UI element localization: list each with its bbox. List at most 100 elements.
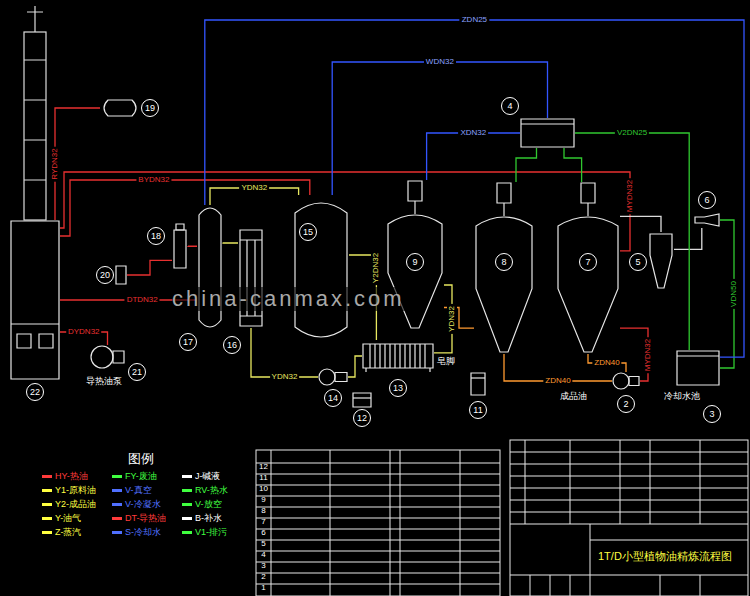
table-cell: 2 (257, 573, 270, 582)
legend-entry: S-冷却水 (112, 528, 161, 538)
pipe-line (564, 148, 582, 182)
callout-number: 21 (128, 363, 146, 381)
legend-text: V1-排污 (195, 527, 227, 537)
legend-text: B-补水 (195, 513, 222, 523)
cone-outline (648, 232, 674, 290)
equipment: 11 (470, 372, 486, 396)
equipment-line (116, 266, 126, 284)
equipment-line (113, 351, 124, 363)
callout-number: 19 (141, 99, 159, 117)
equipment-line (677, 351, 719, 385)
equipment-line (91, 346, 113, 368)
legend-text: Y1-原料油 (55, 485, 96, 495)
callout-number: 20 (96, 266, 114, 284)
pipe-label: VDN50 (729, 279, 739, 309)
pump-outline (612, 372, 640, 390)
legend-entry: DT-导热油 (112, 514, 167, 524)
table-cell: 4 (257, 551, 270, 560)
legend-text: RV-热水 (195, 485, 228, 495)
annotation: 成品油 (560, 392, 587, 402)
tank-outline (352, 392, 372, 408)
equipment: 15 (293, 195, 349, 345)
pipe-label: DYDN32 (66, 327, 102, 337)
legend-swatch (42, 531, 52, 534)
legend-swatch (42, 475, 52, 478)
table-cell: 1 (257, 584, 270, 593)
equipment-line (319, 369, 335, 385)
legend-swatch (112, 503, 122, 506)
legend-swatch (42, 517, 52, 520)
pipe-line (332, 62, 547, 195)
table-cell: 11 (257, 474, 270, 483)
pipe-label: XDN32 (458, 128, 488, 138)
equipment-line (650, 234, 672, 288)
annotation: 1T/D小型植物油精炼流程图 (598, 550, 732, 562)
tank-outline (470, 372, 486, 396)
equipment: 3 (676, 350, 720, 386)
equipment: 8 (474, 182, 534, 354)
filter-outline (172, 222, 188, 270)
callout-number: 18 (147, 227, 165, 245)
annotation: 皂脚 (437, 357, 455, 367)
pipe-line (575, 133, 689, 350)
parts-table-grid (256, 450, 500, 596)
legend-entry: Z-蒸汽 (42, 528, 82, 538)
equipment-line (613, 373, 629, 389)
equipment-line (629, 377, 639, 386)
pipe-line (223, 242, 238, 244)
legend-entry: HY-热油 (42, 472, 88, 482)
equipment: 4 (520, 118, 575, 148)
pipe-label: WDN32 (424, 57, 456, 67)
callout-number: 2 (617, 395, 635, 413)
table-cell: 6 (257, 529, 270, 538)
pump-outline (90, 345, 125, 369)
pipe-line (127, 260, 172, 275)
legend-entry: V-冷凝水 (112, 500, 161, 510)
table-cell: 9 (257, 496, 270, 505)
tank-outline (520, 118, 575, 148)
pipe-line (674, 228, 702, 249)
legend-entry: V-真空 (112, 486, 152, 496)
equipment: 12 (352, 392, 372, 408)
equipment-line (104, 100, 136, 116)
legend-text: S-冷却水 (125, 527, 161, 537)
pipe-line (251, 328, 318, 377)
legend-swatch (112, 475, 122, 478)
legend-text: V-冷凝水 (125, 499, 161, 509)
furnace-outline (10, 220, 60, 380)
legend-entry: FY-废油 (112, 472, 157, 482)
table-cell: 8 (257, 507, 270, 516)
equipment-line (353, 397, 371, 398)
equipment-line (558, 217, 618, 352)
equipment: 14 (318, 368, 348, 386)
vessel-outline (293, 195, 349, 345)
legend-entry: Y2-成品油 (42, 500, 96, 510)
equipment-line (677, 355, 719, 356)
legend-swatch (182, 517, 192, 520)
pipe-label: ZDN40 (592, 358, 621, 368)
equipment: 7 (556, 182, 620, 354)
legend-swatch (182, 475, 192, 478)
equipment-line (366, 368, 430, 372)
equipment: 6 (694, 212, 720, 228)
equipment-line (408, 181, 422, 201)
pipe-label: YDN32 (447, 304, 457, 334)
callout-number: 9 (406, 253, 424, 271)
callout-number: 3 (703, 405, 721, 423)
legend-text: DT-导热油 (125, 513, 167, 523)
legend-entry: J-碱液 (182, 472, 221, 482)
callout-number: 7 (579, 253, 597, 271)
ejector-outline (694, 212, 720, 228)
equipment-line (471, 377, 485, 378)
annotation: 导热油泵 (86, 377, 122, 387)
pipe-line (188, 245, 197, 247)
legend-swatch (42, 503, 52, 506)
watermark: china-canmax.com (172, 287, 405, 311)
equipment-line (521, 123, 574, 124)
annotation: 冷却水池 (664, 392, 700, 402)
pipe-label: Y2DN32 (371, 251, 381, 285)
parts-table (256, 450, 500, 596)
equipment: 16 (238, 228, 264, 328)
equipment-line (11, 221, 59, 379)
